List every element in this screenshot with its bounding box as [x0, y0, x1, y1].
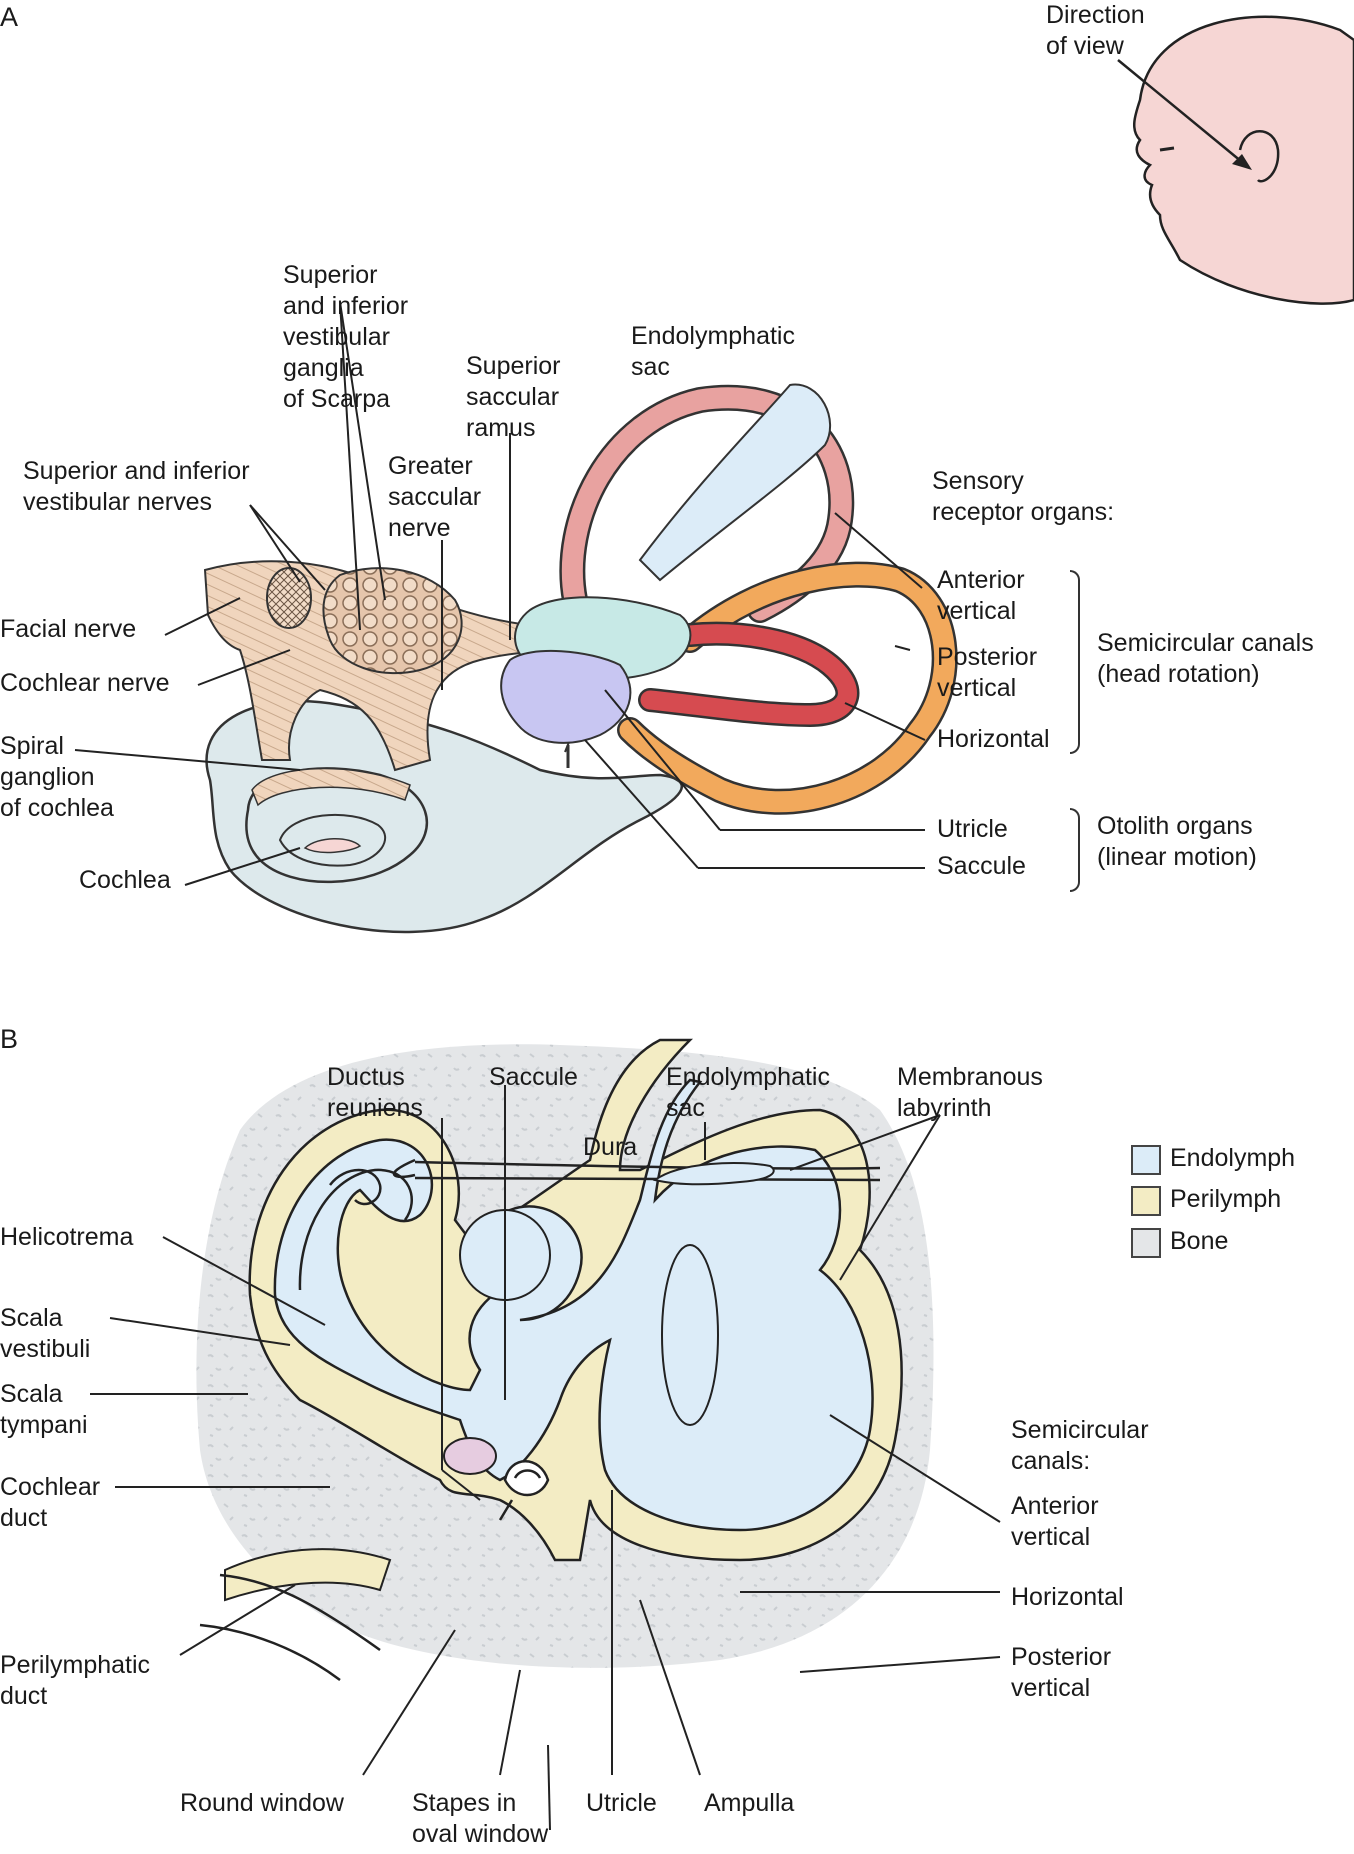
semicircular-brace	[1070, 570, 1080, 754]
cochlea-label: Cochlea	[79, 866, 171, 894]
anterior-vertical-label-b: Anterior vertical	[1011, 1492, 1099, 1551]
round-window-label: Round window	[180, 1789, 344, 1817]
utricle-label-a: Utricle	[937, 815, 1008, 843]
helicotrema-label: Helicotrema	[0, 1223, 134, 1251]
anterior-vertical-label-a: Anterior vertical	[937, 566, 1025, 625]
cochlear-nerve-label: Cochlear nerve	[0, 669, 170, 697]
vestibule	[500, 596, 692, 768]
posterior-vertical-label-a: Posterior vertical	[937, 643, 1038, 702]
membranous-labyrinth-label: Membranous labyrinth	[897, 1063, 1043, 1122]
horizontal-label-b: Horizontal	[1011, 1583, 1124, 1611]
horizontal-label-a: Horizontal	[937, 725, 1050, 753]
saccule-label-a: Saccule	[937, 852, 1026, 880]
endolymphatic-sac-b	[652, 1161, 775, 1186]
legend-label-perilymph: Perilymph	[1170, 1185, 1282, 1213]
scala-vestibuli-label: Scala vestibuli	[0, 1304, 91, 1363]
direction-arrow	[1117, 59, 1243, 163]
saccule-label-b: Saccule	[489, 1063, 578, 1091]
stapes-label: Stapes in oval window	[412, 1789, 549, 1848]
endolymphatic-sac-label-b: Endolymphatic sac	[666, 1063, 830, 1122]
endolymphatic-sac-label-a: Endolymphatic sac	[631, 322, 795, 381]
facial-nerve-label: Facial nerve	[0, 615, 137, 643]
semicircular-canals-label-a: Semicircular canals (head rotation)	[1097, 629, 1314, 688]
panel-b-letter: B	[0, 1024, 19, 1054]
ampulla-label: Ampulla	[704, 1789, 795, 1817]
round-window-membrane	[443, 1437, 497, 1475]
legend-swatch-perilymph	[1131, 1186, 1161, 1216]
dura-label: Dura	[583, 1133, 638, 1161]
leader-lines-b	[90, 1085, 1001, 1831]
legend-swatch-bone	[1131, 1228, 1161, 1258]
greater-saccular-nerve-label: Greater saccular nerve	[388, 452, 482, 542]
semicircular-canals-label-b: Semicircular canals:	[1011, 1416, 1149, 1475]
panel-a-letter: A	[0, 2, 19, 32]
vestibular-ganglia-label: Superior and inferior vestibular ganglia…	[283, 261, 409, 413]
otolith-brace	[1070, 808, 1080, 892]
leader-lines-a	[74, 301, 926, 886]
posterior-vertical-label-b: Posterior vertical	[1011, 1643, 1112, 1702]
scala-tympani-label: Scala tympani	[0, 1380, 88, 1439]
legend-label-bone: Bone	[1170, 1227, 1229, 1255]
ductus-reuniens-label: Ductus reuniens	[327, 1063, 423, 1122]
cochlear-duct-label: Cochlear duct	[0, 1473, 101, 1532]
saccule-shape	[500, 650, 632, 744]
otolith-organs-label: Otolith organs (linear motion)	[1097, 812, 1257, 871]
superior-saccular-ramus-label: Superior saccular ramus	[466, 352, 561, 442]
semicircular-canals	[559, 383, 958, 815]
perilymphatic-duct-label: Perilymphatic duct	[0, 1651, 151, 1710]
cochlea-shape	[205, 700, 683, 934]
endolymphatic-sac-a	[638, 383, 831, 582]
stapes-shape	[498, 1460, 550, 1521]
perilymphatic-duct-lines	[199, 1573, 381, 1682]
direction-of-view-label: Direction of view	[1046, 1, 1145, 60]
legend-swatch-endolymph	[1131, 1145, 1161, 1175]
utricle-label-b: Utricle	[586, 1789, 657, 1817]
vestibular-nerves-label: Superior and inferior vestibular nerves	[23, 457, 250, 516]
sensory-receptor-organs-label: Sensory receptor organs:	[932, 467, 1115, 526]
spiral-ganglion-label: Spiral ganglion of cochlea	[0, 732, 114, 822]
legend-label-endolymph: Endolymph	[1170, 1144, 1296, 1172]
cochlear-spiral	[298, 1168, 413, 1291]
